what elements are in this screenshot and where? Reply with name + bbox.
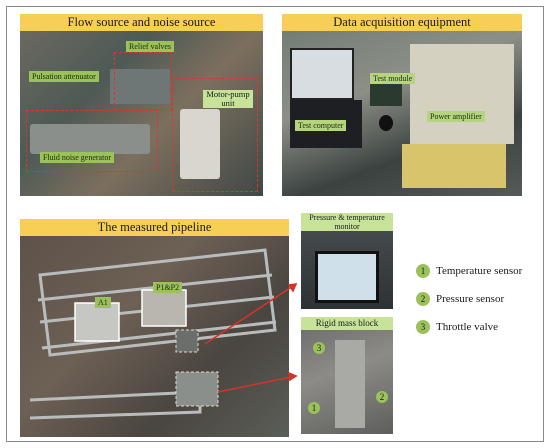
measured-pipeline-title: The measured pipeline [20,219,289,236]
monitor-photo [301,231,393,309]
pipe-loops [29,248,277,420]
flow-source-title: Flow source and noise source [20,14,263,31]
test-module-box [370,80,402,106]
block-shape [335,340,365,428]
fluid-noise-generator-label: Fluid noise generator [40,152,114,163]
pulsation-attenuator-label: Pulsation attenuator [29,71,99,82]
sensor-box-b [175,371,219,407]
rigid-mass-block-label: Rigid mass block [301,317,393,330]
measured-pipeline-photo [20,219,289,437]
legend-item-throttle: 3 Throttle valve [416,320,498,334]
marker-1: 1 [308,402,320,414]
relief-valves-box [114,52,172,110]
rigid-mass-block-photo [301,330,393,434]
noise-generator-box [26,110,158,172]
legend-marker-3: 3 [416,320,430,334]
legend-label-temperature: Temperature sensor [436,265,523,277]
legend-marker-2: 2 [416,292,430,306]
p1p2-label: P1&P2 [153,282,183,293]
data-acquisition-photo [282,14,522,196]
test-module-label: Test module [370,73,416,84]
pipe-loop-outer [38,248,277,357]
legend-label-pressure: Pressure sensor [436,293,505,305]
data-acquisition-title: Data acquisition equipment [282,14,522,31]
motor-pump-box [172,78,258,192]
laptop-screen [290,48,354,100]
legend-item-pressure: 2 Pressure sensor [416,292,504,306]
legend-label-throttle: Throttle valve [436,321,499,333]
marker-2: 2 [376,391,388,403]
arrow-to-monitor [204,283,297,345]
relief-valves-label: Relief valves [126,41,174,52]
arrows [204,283,298,393]
a1-inset [74,302,120,342]
a1-label: A1 [95,297,111,308]
noise-generator-shape [30,124,150,154]
figure-frame [6,6,544,442]
marker-3: 3 [313,342,325,354]
monitor-screen [315,251,379,303]
pressure-temperature-monitor-label: Pressure & temperature monitor [301,213,393,231]
legend-marker-1: 1 [416,264,430,278]
pump-shape [110,69,170,104]
motor-pump-label: Motor-pump unit [203,90,253,108]
legend-item-temperature: 1 Temperature sensor [416,264,522,278]
p1p2-inset [141,289,187,327]
arrowhead-block [288,371,298,382]
power-amplifier-label: Power amplifier [427,111,485,122]
arrow-to-block [217,375,297,393]
sensor-box-a [175,329,199,353]
test-computer-label: Test computer [295,120,347,131]
mouse-shape [379,115,393,131]
arrowhead-monitor [287,283,298,293]
yellow-pad [402,144,506,188]
power-amplifier-box [410,44,514,144]
motor-shape [180,109,220,179]
pipe-lower [29,390,202,420]
